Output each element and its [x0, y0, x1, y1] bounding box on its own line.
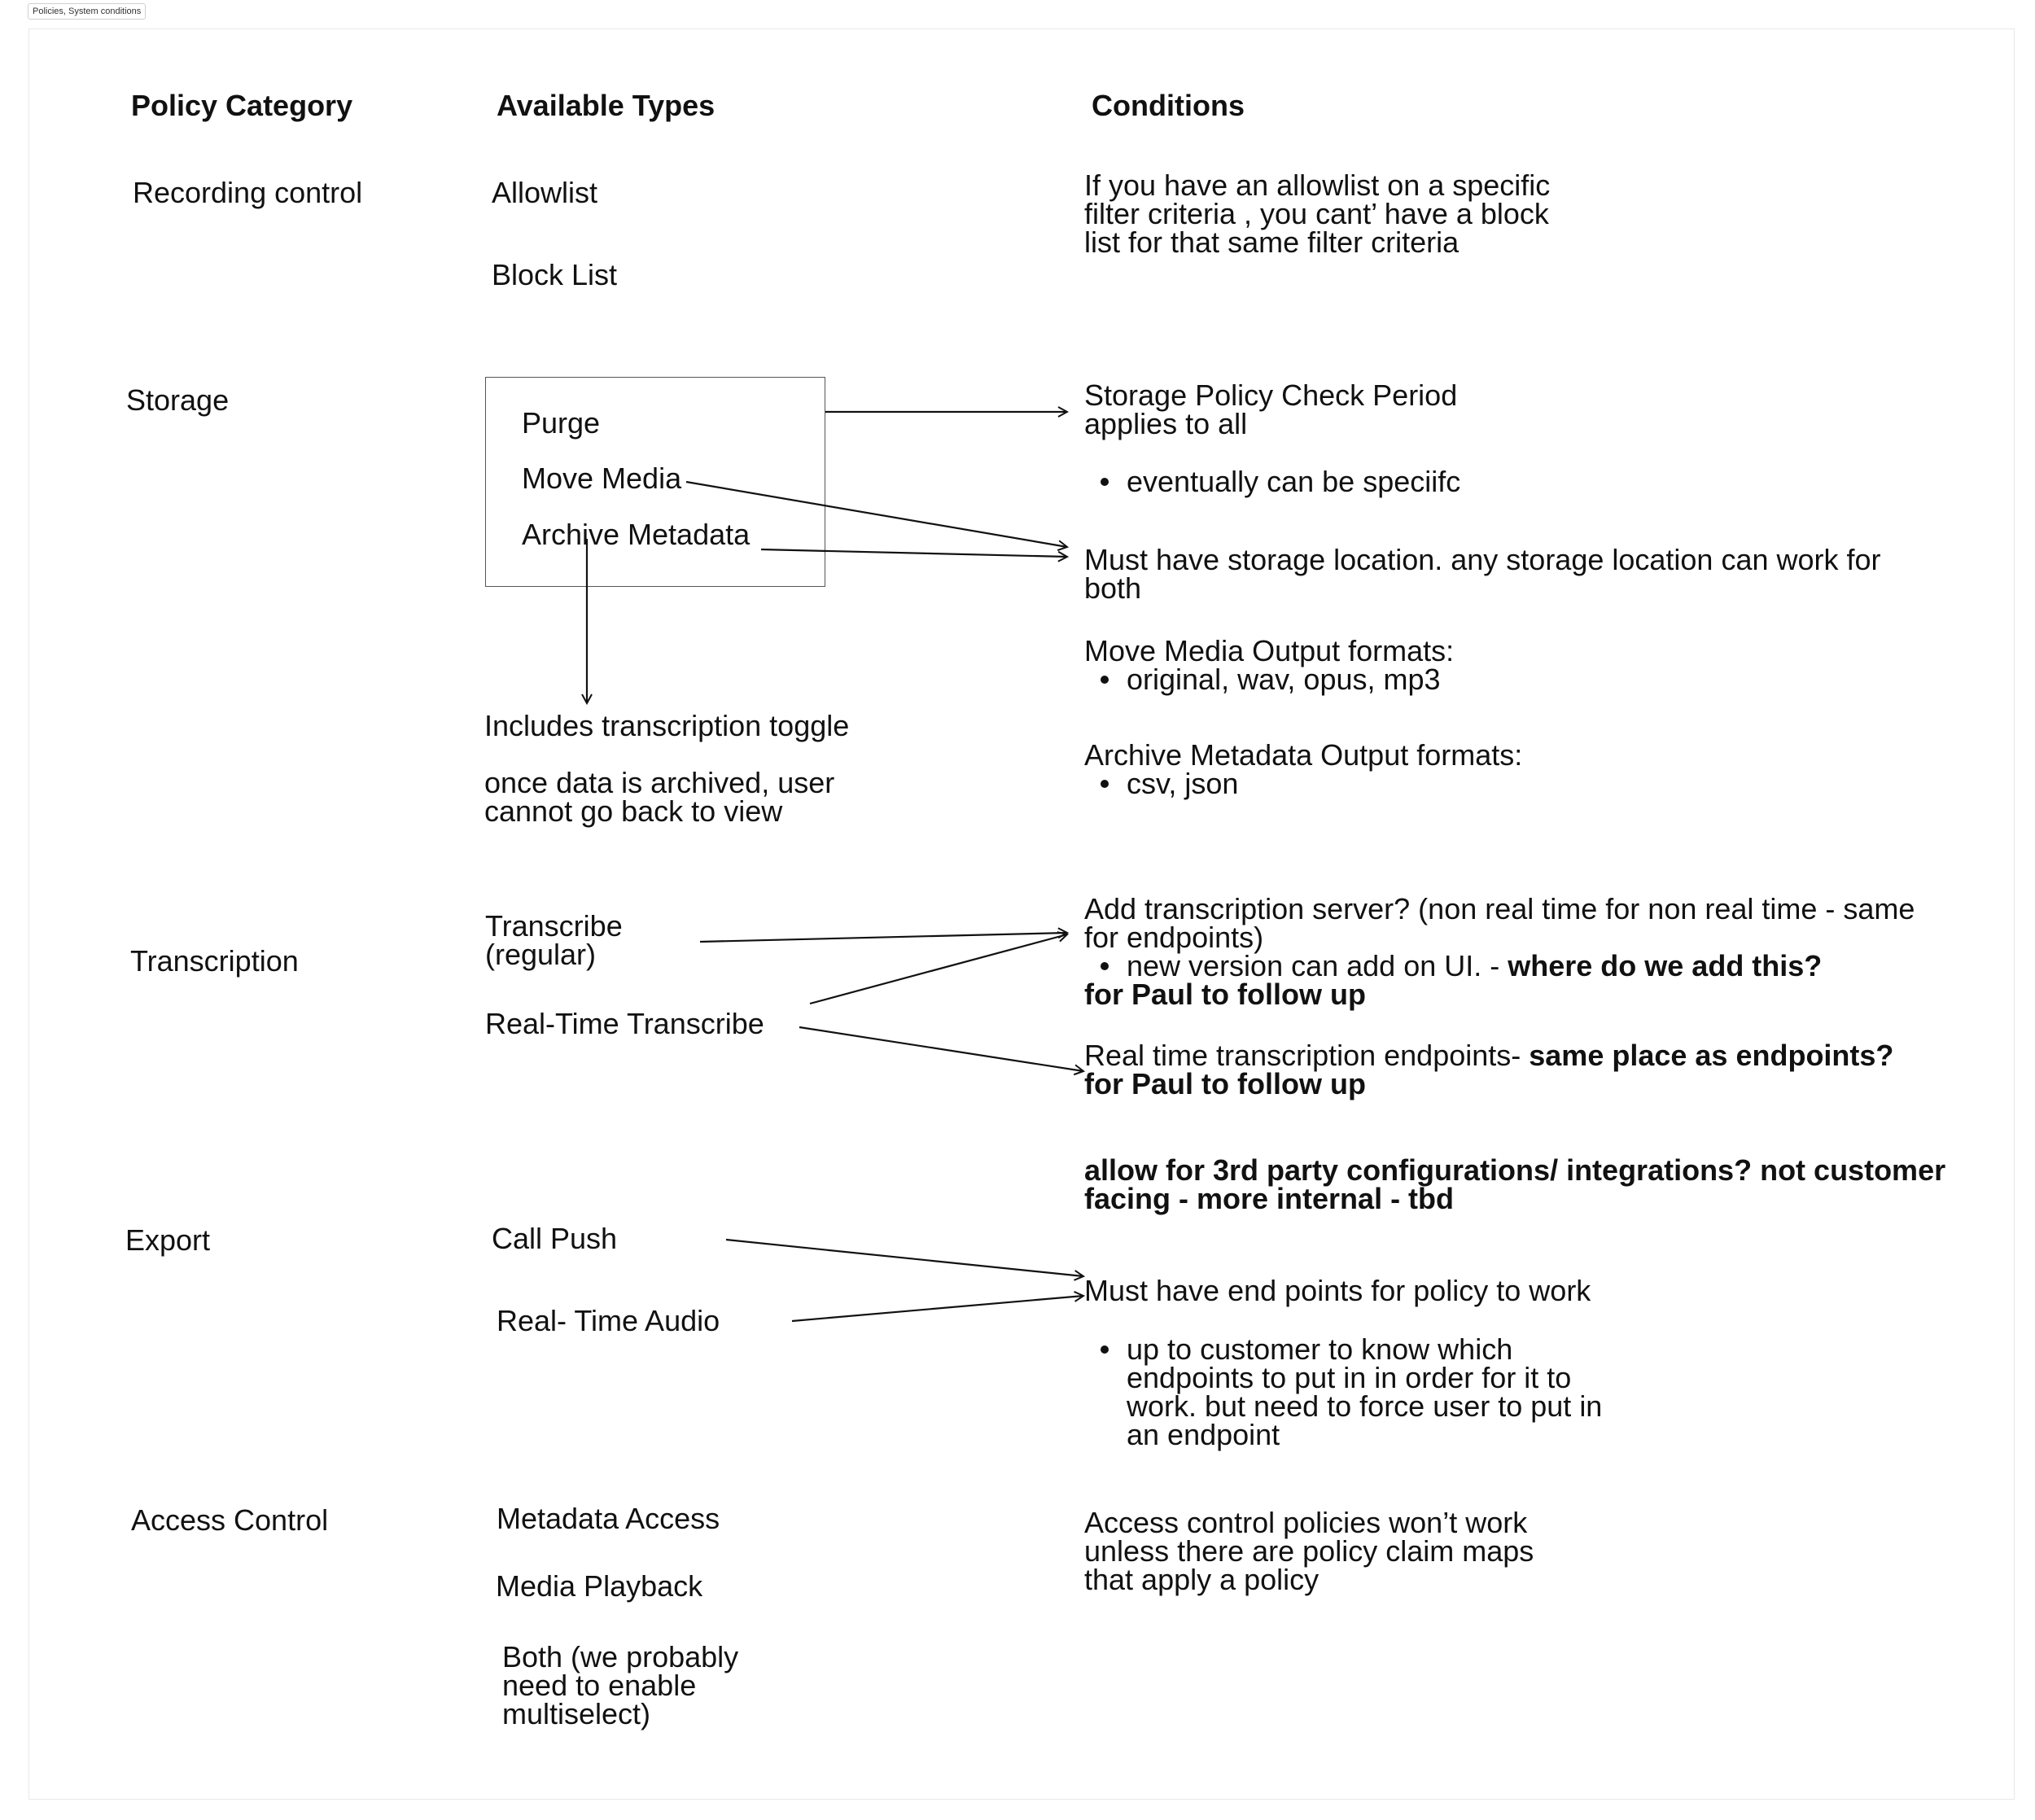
type-real-time-transcribe: Real-Time Transcribe: [485, 1007, 764, 1040]
type-metadata-access: Metadata Access: [497, 1502, 720, 1535]
condition-storage-location-line-2: both: [1084, 571, 1142, 605]
type-both-line-2: need to enable: [502, 1669, 697, 1702]
condition-check-period-line-1: Storage Policy Check Period: [1084, 378, 1458, 412]
condition-transcription-server-bullet: new version can add on UI. - where do we…: [1100, 949, 1823, 982]
arrow-move-media-to-storage-location: [685, 480, 1067, 547]
condition-third-party-line-1: allow for 3rd party configurations/ inte…: [1084, 1153, 1946, 1187]
condition-transcription-server-bullet-text: new version can add on UI. -: [1127, 949, 1508, 982]
type-allowlist: Allowlist: [492, 176, 598, 209]
condition-transcription-server-line-1: Add transcription server? (non real time…: [1084, 892, 1915, 925]
condition-move-formats-bullet: original, wav, opus, mp3: [1101, 663, 1441, 696]
condition-transcription-server-line-2: for endpoints): [1084, 921, 1264, 954]
type-call-push: Call Push: [492, 1222, 618, 1255]
canvas-frame: [28, 28, 2015, 1800]
note-transcription-toggle: Includes transcription toggle: [484, 709, 850, 742]
condition-access-line-3: that apply a policy: [1084, 1563, 1319, 1596]
condition-check-period-bullet: eventually can be speciifc: [1100, 465, 1461, 498]
category-storage: Storage: [126, 383, 230, 417]
type-both-line-1: Both (we probably: [502, 1640, 739, 1673]
category-export: Export: [125, 1223, 211, 1257]
category-access-control: Access Control: [131, 1503, 329, 1537]
frame-title[interactable]: Policies, System conditions: [28, 3, 147, 20]
condition-check-period-line-2: applies to all: [1084, 407, 1248, 440]
condition-access-line-1: Access control policies won’t work: [1084, 1506, 1528, 1539]
arrow-transcribe-to-server: [699, 933, 1067, 943]
condition-recording-line-3: list for that same filter criteria: [1084, 225, 1460, 259]
condition-endpoints-bullet-line-3: work. but need to force user to put in: [1127, 1389, 1603, 1423]
condition-realtime-endpoints-question: same place as endpoints?: [1529, 1039, 1894, 1072]
storage-types-box: [485, 377, 825, 587]
type-both-line-3: multiselect): [502, 1697, 651, 1730]
condition-third-party-line-2: facing - more internal - tbd: [1084, 1182, 1455, 1215]
type-move-media: Move Media: [522, 462, 682, 495]
condition-endpoints-bullet-line-4: an endpoint: [1127, 1418, 1280, 1451]
type-real-time-audio: Real- Time Audio: [497, 1304, 720, 1337]
type-media-playback: Media Playback: [496, 1569, 703, 1603]
arrow-realtime-audio-to-endpoints-required: [791, 1296, 1083, 1323]
category-transcription: Transcription: [130, 944, 299, 978]
condition-access-line-2: unless there are policy claim maps: [1084, 1534, 1534, 1568]
arrow-call-push-to-endpoints-required: [725, 1238, 1083, 1276]
category-recording-control: Recording control: [133, 176, 363, 209]
header-available-types: Available Types: [497, 89, 716, 122]
arrow-realtime-transcribe-to-server: [809, 934, 1067, 1005]
note-archived-line-1: once data is archived, user: [484, 766, 835, 799]
type-transcribe-line-1: Transcribe: [485, 909, 623, 943]
header-conditions: Conditions: [1092, 89, 1245, 122]
condition-realtime-endpoints-line-1: Real time transcription endpoints- same …: [1084, 1041, 1893, 1070]
condition-endpoints-bullet-line-2: endpoints to put in in order for it to: [1127, 1361, 1572, 1394]
condition-archive-formats-bullet: csv, json: [1100, 767, 1239, 800]
condition-archive-formats-title: Archive Metadata Output formats:: [1084, 738, 1523, 772]
arrow-realtime-transcribe-to-endpoints: [799, 1026, 1083, 1071]
condition-recording-line-1: If you have an allowlist on a specific: [1084, 168, 1551, 202]
note-archived-line-2: cannot go back to view: [484, 794, 783, 828]
arrow-archive-metadata-to-storage-location: [760, 548, 1067, 557]
type-block-list: Block List: [492, 258, 618, 291]
condition-transcription-server-followup: for Paul to follow up: [1084, 978, 1366, 1011]
condition-move-formats-title: Move Media Output formats:: [1084, 634, 1455, 667]
condition-endpoints-bullet-line-1: up to customer to know which: [1100, 1332, 1513, 1366]
type-purge: Purge: [522, 406, 601, 440]
header-policy-category: Policy Category: [131, 89, 353, 122]
condition-transcription-server-bullet-question: where do we add this?: [1508, 949, 1823, 982]
condition-recording-line-2: filter criteria , you cant’ have a block: [1084, 197, 1549, 230]
condition-endpoints-required: Must have end points for policy to work: [1084, 1274, 1591, 1307]
condition-realtime-endpoints-text: Real time transcription endpoints-: [1084, 1039, 1530, 1072]
condition-realtime-endpoints-followup: for Paul to follow up: [1084, 1067, 1366, 1100]
condition-storage-location-line-1: Must have storage location. any storage …: [1084, 543, 1881, 576]
type-transcribe-line-2: (regular): [485, 938, 597, 971]
type-archive-metadata: Archive Metadata: [522, 518, 751, 551]
